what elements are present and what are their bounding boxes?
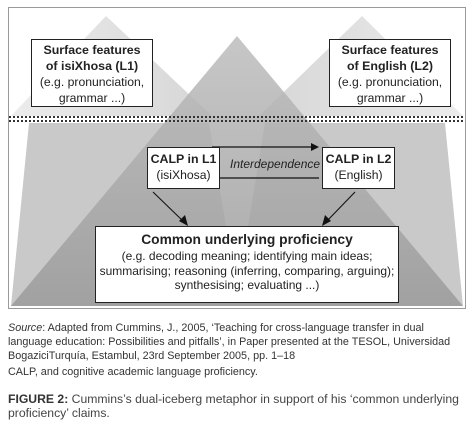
calp-l2-sub: (English) [334, 168, 383, 182]
source-text: : Adapted from Cummins, J., 2005, ‘Teach… [8, 322, 451, 362]
arrow-to-l2-head [311, 143, 319, 151]
surface-features-l1-box: Surface features of isiXhosa (L1) (e.g. … [31, 39, 153, 107]
surface-l1-title-1: Surface features [43, 43, 141, 57]
figure-number: FIGURE 2: [8, 392, 69, 406]
cup-title: Common underlying proficiency [141, 232, 353, 247]
surface-l2-title-2: of English (L2) [346, 59, 434, 73]
common-underlying-proficiency-box: Common underlying proficiency (e.g. deco… [95, 226, 399, 303]
arrow-calp-l2-to-cup-head [322, 215, 331, 226]
source-label: Source [8, 322, 43, 334]
surface-l2-title-1: Surface features [341, 43, 439, 57]
source-note: Source: Adapted from Cummins, J., 2005, … [8, 322, 464, 363]
arrow-calp-l1-to-cup [152, 191, 185, 223]
cup-line-3: synthesising; evaluating ...) [174, 278, 320, 293]
calp-l2-title: CALP in L2 [325, 152, 392, 166]
surface-l2-example-1: (e.g. pronunciation, [337, 75, 443, 89]
calp-l1-sub: (isiXhosa) [156, 168, 211, 182]
calp-l2-box: CALP in L2 (English) [322, 147, 395, 189]
figure-panel: Surface features of isiXhosa (L1) (e.g. … [8, 7, 466, 309]
figure-caption: FIGURE 2: Cummins’s dual-iceberg metapho… [8, 392, 464, 421]
cup-line-1: (e.g. decoding meaning; identifying main… [121, 249, 373, 263]
surface-l2-example-2: grammar ...) [356, 91, 424, 105]
cup-line-2: summarising; reasoning (inferring, compa… [99, 263, 395, 278]
surface-l1-example-1: (e.g. pronunciation, [39, 75, 145, 89]
calp-l1-box: CALP in L1 (isiXhosa) [147, 147, 220, 189]
surface-l1-example-2: grammar ...) [58, 91, 126, 105]
arrow-calp-l2-to-cup [325, 191, 356, 223]
arrow-calp-l1-to-cup-head [179, 215, 188, 226]
abbreviation-note: CALP, and cognitive academic language pr… [8, 366, 258, 378]
surface-features-l2-box: Surface features of English (L2) (e.g. p… [329, 39, 451, 107]
calp-l1-title: CALP in L1 [150, 152, 217, 166]
surface-l1-title-2: of isiXhosa (L1) [45, 59, 139, 73]
interdependence-label: Interdependence [230, 157, 321, 171]
figure-caption-text: Cummins’s dual-iceberg metaphor in suppo… [8, 392, 459, 421]
